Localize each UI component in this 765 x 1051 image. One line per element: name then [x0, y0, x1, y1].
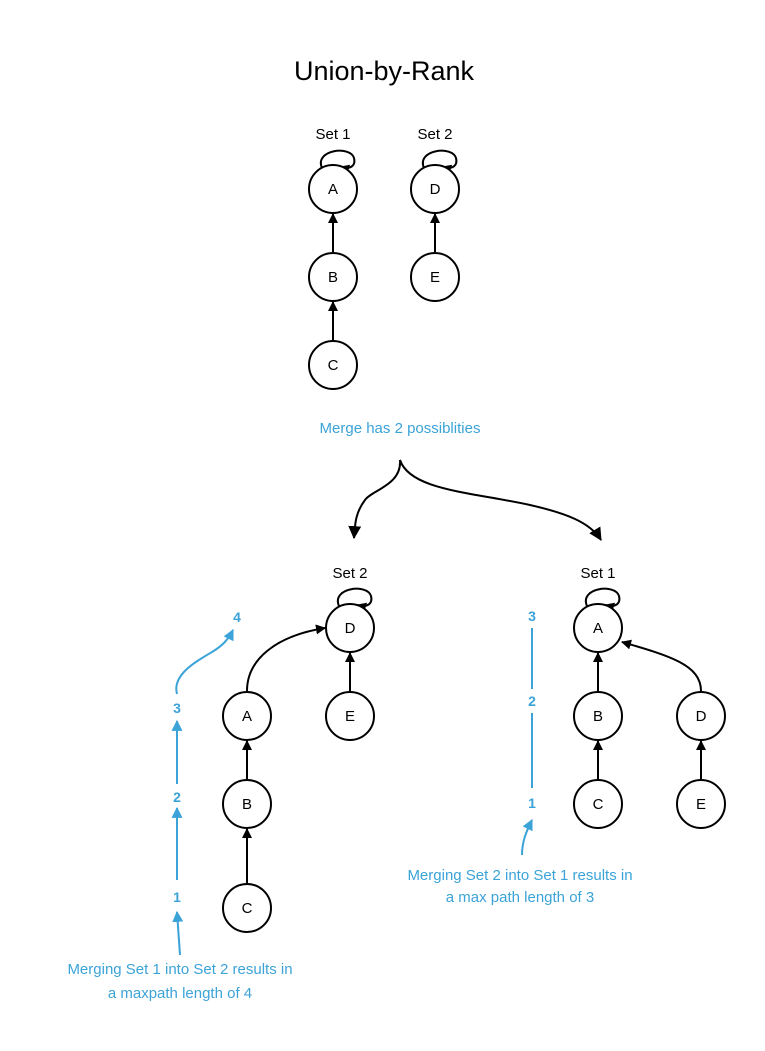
left-note-line-1: Merging Set 1 into Set 2 results in	[67, 961, 292, 978]
top-node-c: C	[308, 340, 358, 390]
right-node-e-label: E	[696, 796, 706, 813]
left-node-c: C	[222, 883, 272, 933]
branch-arrow-left	[348, 459, 402, 540]
left-path-step-1: 1	[173, 889, 181, 905]
left-node-d: D	[325, 603, 375, 653]
top-set1-label: Set 1	[315, 126, 350, 143]
left-note-line-2: a maxpath length of 4	[108, 985, 252, 1002]
right-set-label: Set 1	[580, 565, 615, 582]
left-node-c-label: C	[242, 900, 253, 917]
right-edge-d-to-a	[621, 639, 702, 692]
left-node-a-label: A	[242, 708, 252, 725]
top-node-e: E	[410, 252, 460, 302]
top-node-a-label: A	[328, 181, 338, 198]
right-node-b-label: B	[593, 708, 603, 725]
right-path-step-3: 3	[528, 608, 536, 624]
right-path-step-2: 2	[528, 693, 536, 709]
merge-caption: Merge has 2 possiblities	[320, 420, 481, 437]
left-path-arrow-3-to-4	[175, 629, 234, 695]
right-path-arrow-note-to-1	[521, 819, 533, 856]
left-node-a: A	[222, 691, 272, 741]
left-node-d-label: D	[345, 620, 356, 637]
top-set2-label: Set 2	[417, 126, 452, 143]
right-node-a-label: A	[593, 620, 603, 637]
left-set-label: Set 2	[332, 565, 367, 582]
right-path-step-1: 1	[528, 795, 536, 811]
left-node-e-label: E	[345, 708, 355, 725]
right-node-c-label: C	[593, 796, 604, 813]
right-node-d-label: D	[696, 708, 707, 725]
left-node-e: E	[325, 691, 375, 741]
top-d-self-loop	[421, 149, 458, 175]
left-d-self-loop	[336, 587, 373, 613]
left-path-step-4: 4	[233, 609, 241, 625]
left-path-step-2: 2	[173, 789, 181, 805]
right-node-b: B	[573, 691, 623, 741]
diagram-title: Union-by-Rank	[294, 56, 475, 86]
right-note-line-1: Merging Set 2 into Set 1 results in	[407, 867, 632, 884]
top-node-c-label: C	[328, 357, 339, 374]
right-node-a: A	[573, 603, 623, 653]
left-path-step-3: 3	[173, 700, 181, 716]
left-path-arrow-note-to-1	[172, 910, 184, 956]
branch-arrow-right	[399, 459, 602, 541]
top-node-b-label: B	[328, 269, 338, 286]
top-node-d: D	[410, 164, 460, 214]
left-edge-a-to-d	[246, 624, 326, 692]
top-node-b: B	[308, 252, 358, 302]
right-node-c: C	[573, 779, 623, 829]
top-a-self-loop	[319, 149, 356, 175]
right-a-self-loop	[584, 587, 621, 613]
left-node-b: B	[222, 779, 272, 829]
right-node-e: E	[676, 779, 726, 829]
right-note-line-2: a max path length of 3	[446, 889, 594, 906]
right-node-d: D	[676, 691, 726, 741]
top-node-e-label: E	[430, 269, 440, 286]
top-node-a: A	[308, 164, 358, 214]
top-node-d-label: D	[430, 181, 441, 198]
left-node-b-label: B	[242, 796, 252, 813]
